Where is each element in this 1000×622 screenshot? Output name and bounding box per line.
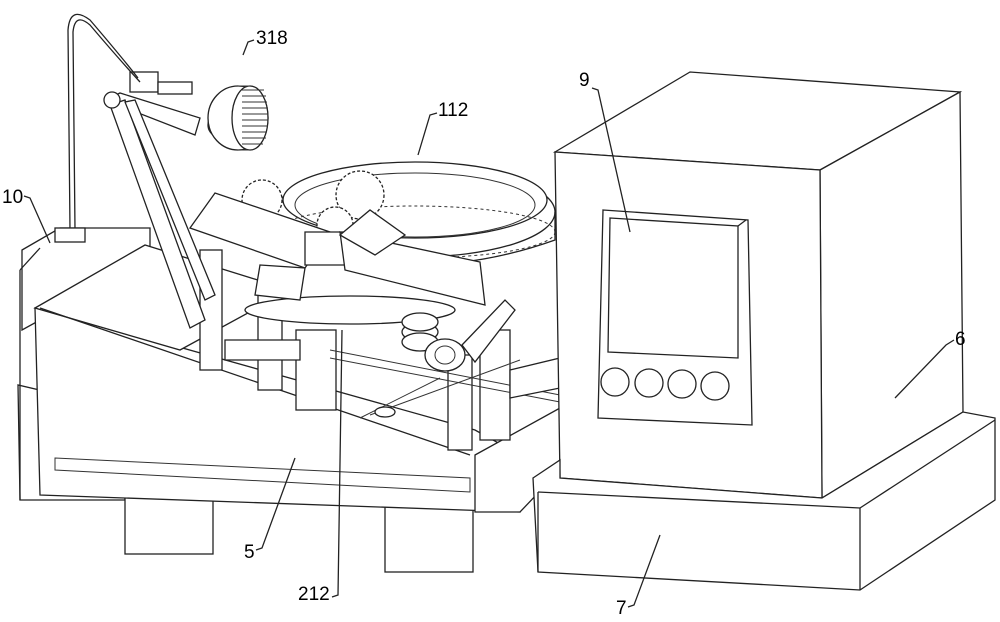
cross-beam: [188, 192, 486, 306]
roller-drum: [207, 85, 269, 151]
spring-disc: [244, 295, 456, 352]
label-9: 9: [579, 70, 590, 91]
label-112: 112: [438, 100, 468, 121]
display-panel: [597, 209, 753, 426]
control-buttons: [600, 367, 730, 401]
label-7: 7: [616, 598, 627, 619]
label-10: 10: [2, 187, 23, 208]
label-5: 5: [244, 542, 255, 563]
part-labels: 318 112 9 10 6 5 212 7: [2, 28, 966, 619]
label-212: 212: [298, 584, 330, 605]
label-6: 6: [955, 329, 966, 350]
adjust-knob: [424, 299, 516, 372]
leader-lines: [23, 39, 955, 608]
bottom-base: [532, 411, 996, 591]
label-318: 318: [256, 28, 288, 49]
